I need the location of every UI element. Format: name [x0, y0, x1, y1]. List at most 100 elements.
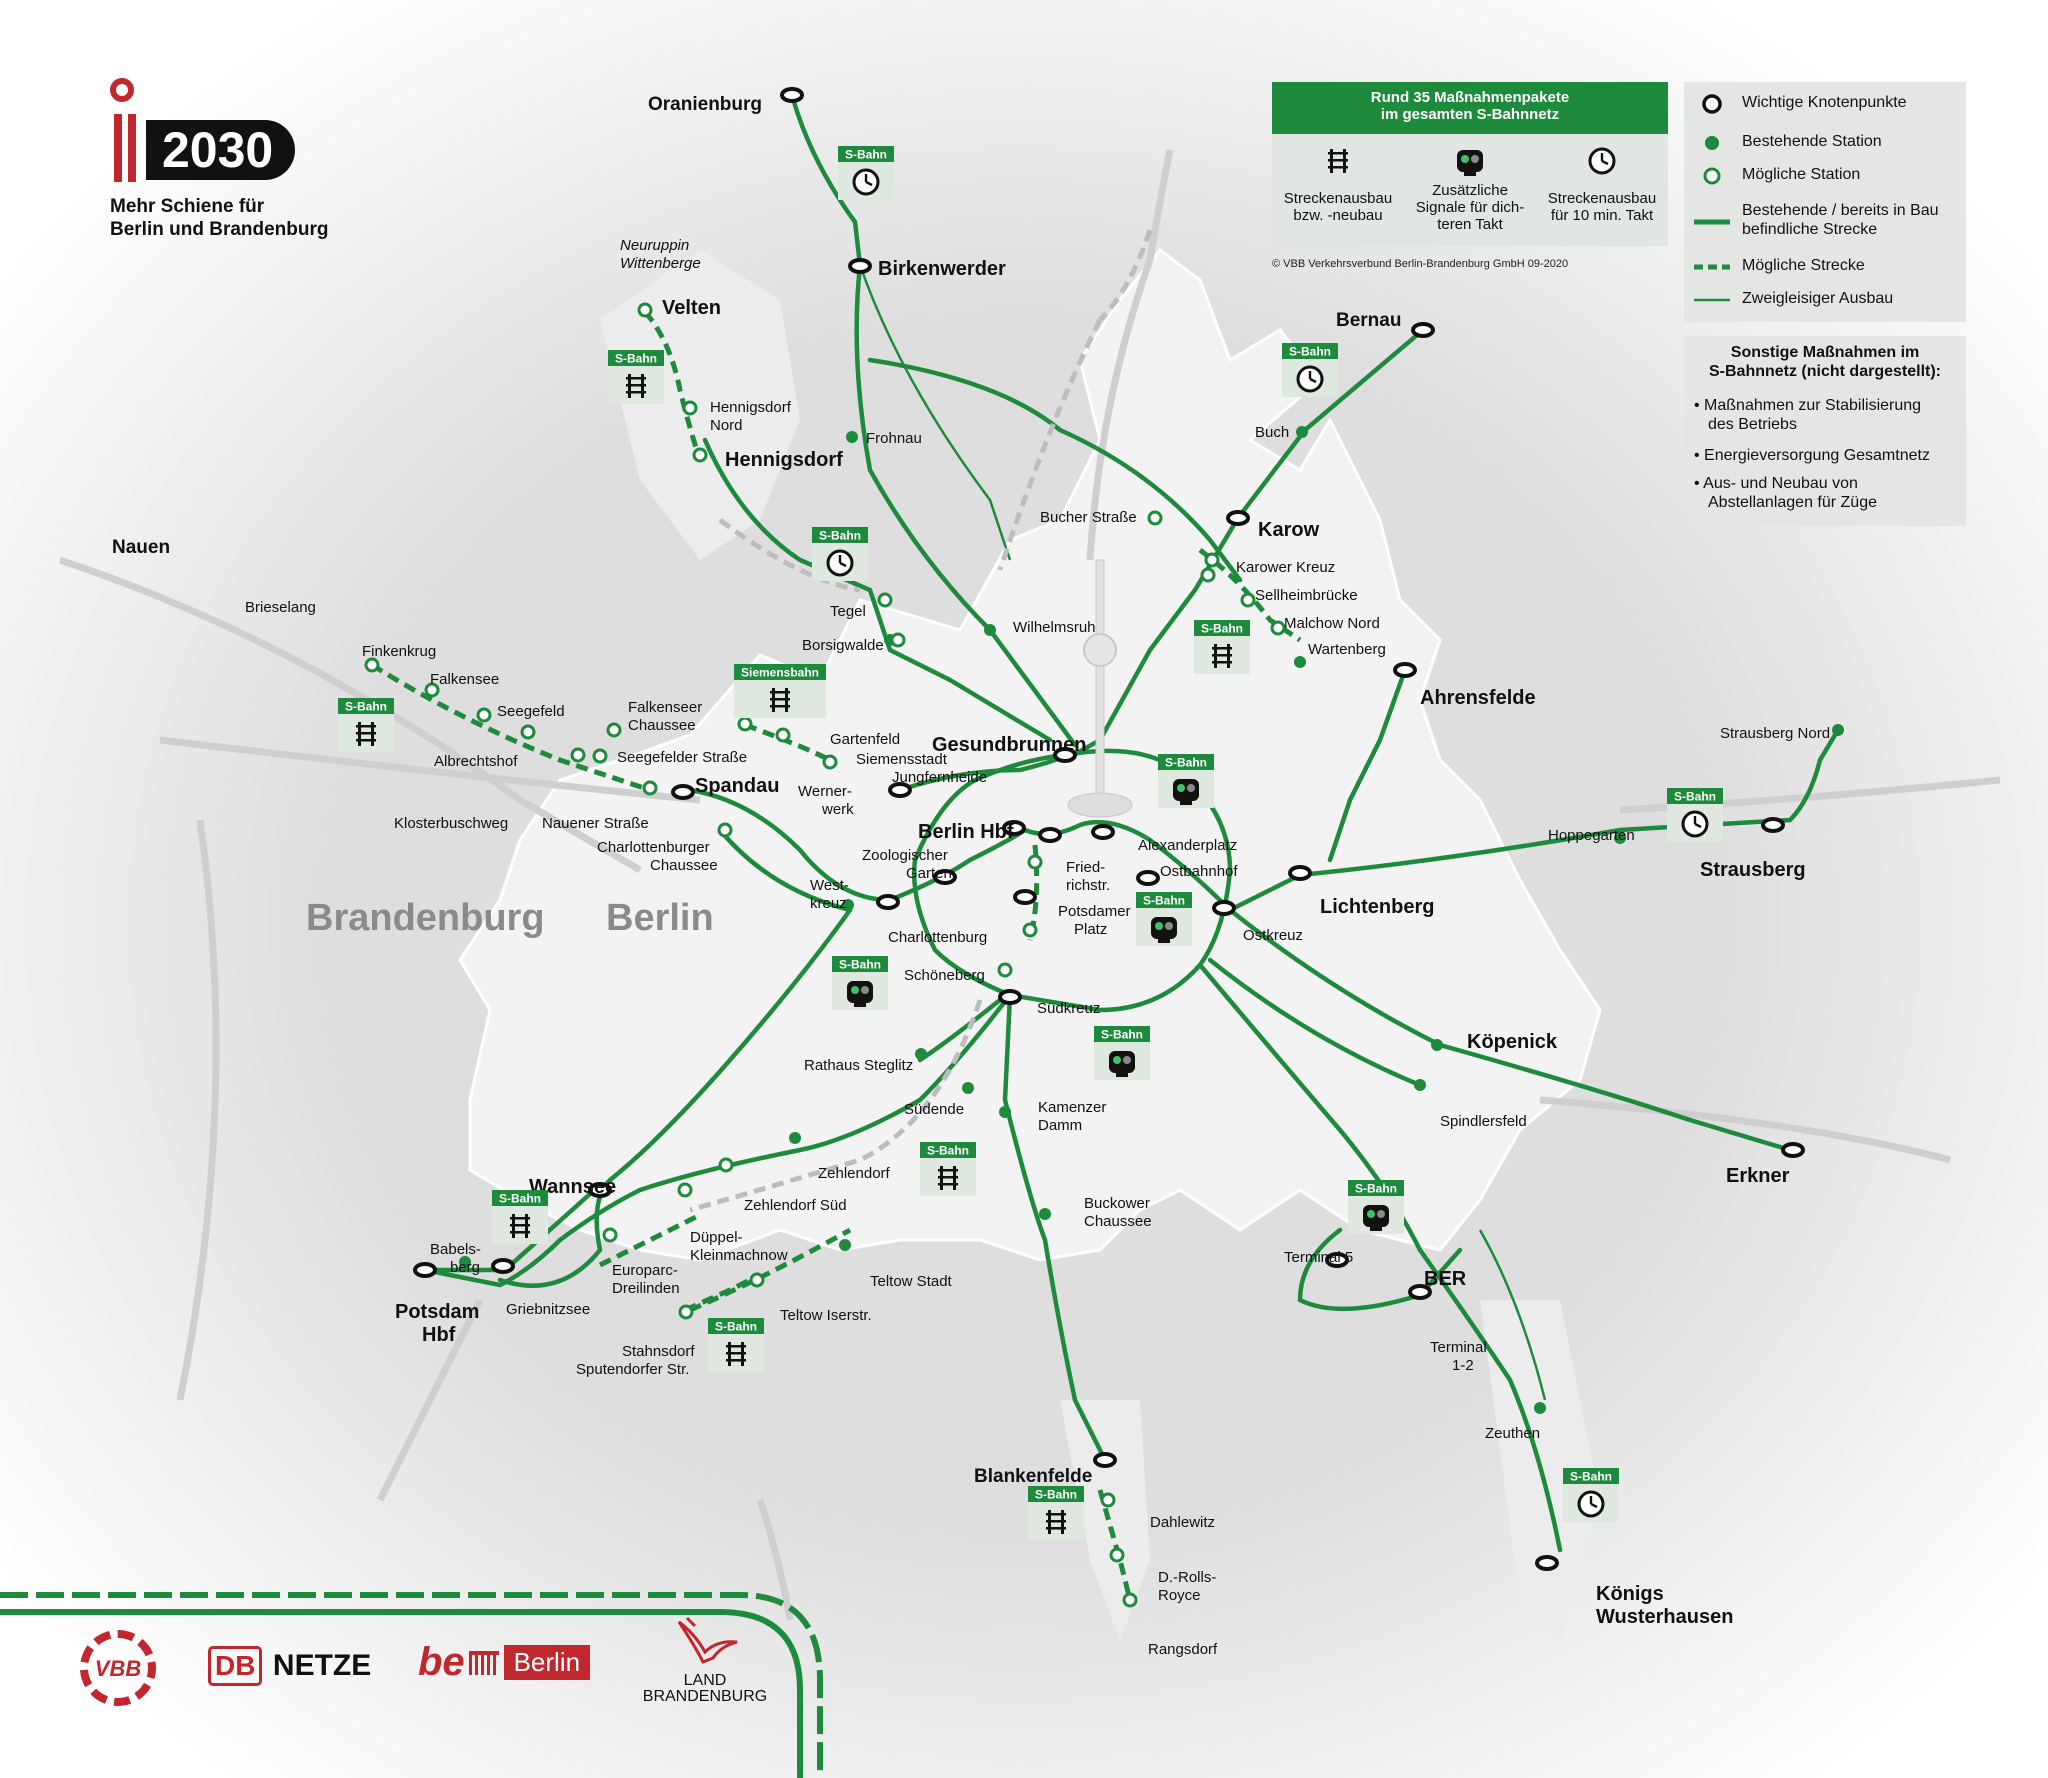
logo-tagline-2: Berlin und Brandenburg [110, 219, 329, 240]
label-charlottenburger-chaussee-1: Charlottenburger [597, 839, 710, 856]
badge-siemensbahn: Siemensbahn [734, 664, 826, 718]
label-koenigs-1: Königs [1596, 1583, 1664, 1605]
node-ahrensfelde [1393, 662, 1417, 678]
label-gartenfeld: Gartenfeld [830, 731, 900, 748]
badge-label: S-Bahn [819, 529, 861, 543]
badge-label: S-Bahn [1035, 1488, 1077, 1502]
logo-tagline-1: Mehr Schiene für [110, 196, 265, 217]
label-friedrichstr-1: Fried- [1066, 859, 1105, 876]
label-malchow-nord: Malchow Nord [1284, 615, 1380, 632]
other-measures-item-2-line-1: Energieversorgung Gesamtnetz [1704, 447, 1930, 464]
label-terminal5: Terminal 5 [1284, 1249, 1353, 1266]
label-wannsee: Wannsee [529, 1176, 616, 1198]
package-clock-line-2: für 10 min. Takt [1550, 207, 1654, 224]
label-schoeneberg: Schöneberg [904, 967, 985, 984]
badge-ber: S-Bahn [1348, 1180, 1404, 1234]
label-hennigsdorf-nord-2: Nord [710, 417, 743, 434]
label-rangsdorf: Rangsdorf [1148, 1641, 1218, 1658]
label-ostbahnhof: Ostbahnhof [1160, 863, 1238, 880]
label-falkensee: Falkensee [430, 671, 499, 688]
badge-schoeneberg: S-Bahn [832, 956, 888, 1010]
other-measures-item-1-line-2: des Betriebs [1708, 416, 1797, 433]
label-dueppel-1: Düppel- [690, 1229, 743, 1246]
legend-existing-station: Bestehende Station [1742, 133, 1882, 150]
node-ostbahnhof [1136, 870, 1160, 886]
logo-year: 2030 [146, 120, 296, 180]
label-oranienburg: Oranienburg [648, 94, 762, 115]
brandenburg-south [1060, 1400, 1150, 1640]
node-zoologischer-garten [933, 869, 957, 885]
track-icon [1328, 149, 1348, 173]
area-label-brandenburg: Brandenburg [306, 897, 545, 939]
badge-label: S-Bahn [1289, 345, 1331, 359]
label-falkenseer-chaussee-2: Chaussee [628, 717, 696, 734]
clock-icon [1296, 365, 1324, 393]
badge-tegel: S-Bahn [812, 527, 868, 581]
label-frohnau: Frohnau [866, 430, 922, 447]
land-brandenburg-logo: LAND BRANDENBURG [640, 1612, 770, 1712]
label-buckower-chaussee-1: Buckower [1084, 1195, 1150, 1212]
label-rathaus-steglitz: Rathaus Steglitz [804, 1057, 913, 1074]
label-brieselang: Brieselang [245, 599, 316, 616]
label-klosterbuschweg: Klosterbuschweg [394, 815, 508, 832]
label-stahnsdorf-2: Sputendorfer Str. [576, 1361, 689, 1378]
label-finkenkrug: Finkenkrug [362, 643, 436, 660]
existing-stations [459, 426, 1844, 1414]
label-nauener-strasse: Nauener Straße [542, 815, 649, 832]
package-track: Streckenausbau bzw. -neubau [1272, 134, 1404, 224]
label-friedrichstr-2: richstr. [1066, 877, 1110, 894]
label-babelsberg-2: berg [450, 1259, 480, 1276]
key-nodes [413, 87, 1805, 1571]
label-wittenberge: Wittenberge [620, 255, 701, 272]
badge-label: S-Bahn [1674, 790, 1716, 804]
badge-karower: S-Bahn [1194, 620, 1250, 674]
badge-label: S-Bahn [345, 700, 387, 714]
label-seegefelder-strasse: Seegefelder Straße [617, 749, 747, 766]
label-hennigsdorf-nord-1: Hennigsdorf [710, 399, 792, 416]
db-netze-logo: DB NETZE [208, 1646, 371, 1686]
legend-possible-station-icon [1703, 167, 1721, 185]
other-measures-item-3-line-1: Aus- und Neubau von [1703, 475, 1858, 492]
copyright: © VBB Verkehrsverbund Berlin-Brandenburg… [1272, 258, 1569, 270]
label-potsdam-hbf-1: Potsdam [395, 1301, 479, 1323]
badge-falkensee: S-Bahn [338, 698, 394, 752]
package-track-line-2: bzw. -neubau [1293, 207, 1383, 224]
node-friedrichstr [1038, 827, 1062, 843]
label-ber: BER [1424, 1268, 1467, 1290]
other-measures-item-1: • Maßnahmen zur Stabilisierung des Betri… [1694, 396, 1921, 434]
label-jungfernheide: Jungfernheide [892, 769, 987, 786]
label-dahlewitz: Dahlewitz [1150, 1514, 1215, 1531]
label-zoologischer-garten-1: Zoologischer [862, 847, 948, 864]
label-europarc-1: Europarc- [612, 1262, 678, 1279]
packages-box: Rund 35 Maßnahmenpakete im gesamten S-Ba… [1272, 82, 1668, 276]
label-buch: Buch [1255, 424, 1289, 441]
clock-icon [1577, 1490, 1605, 1518]
badge-oranienburg: S-Bahn [838, 146, 894, 200]
s-bahn-lines-possible [370, 310, 1302, 1601]
clock-icon [852, 168, 880, 196]
node-gesundbrunnen [1053, 747, 1077, 763]
badge-bernau: S-Bahn [1282, 343, 1338, 397]
badge-label: S-Bahn [615, 352, 657, 366]
node-potsdam-hbf [413, 1262, 437, 1278]
label-potsdam-hbf-2: Hbf [422, 1324, 456, 1346]
node-birkenwerder [848, 258, 872, 274]
badge-ring-north: S-Bahn [1158, 754, 1214, 808]
other-rail-lines [58, 149, 2001, 1621]
node-erkner [1781, 1142, 1805, 1158]
label-wilhelmsruh: Wilhelmsruh [1013, 619, 1096, 636]
node-spandau [671, 784, 695, 800]
label-wernerwerk-2: werk [821, 801, 854, 818]
label-teltow-stadt: Teltow Stadt [870, 1273, 953, 1290]
clock-icon [1681, 810, 1709, 838]
badge-label: S-Bahn [839, 958, 881, 972]
label-charlottenburg: Charlottenburg [888, 929, 987, 946]
node-jungfernheide [888, 782, 912, 798]
berlin-box: Berlin [503, 1645, 591, 1680]
label-hoppegarten: Hoppegarten [1548, 827, 1635, 844]
label-zehlendorf: Zehlendorf [818, 1165, 891, 1182]
badge-label: S-Bahn [927, 1144, 969, 1158]
label-potsdamer-platz-1: Potsdamer [1058, 903, 1131, 920]
node-oranienburg [780, 87, 804, 103]
label-suedkreuz: Südkreuz [1037, 1000, 1100, 1017]
